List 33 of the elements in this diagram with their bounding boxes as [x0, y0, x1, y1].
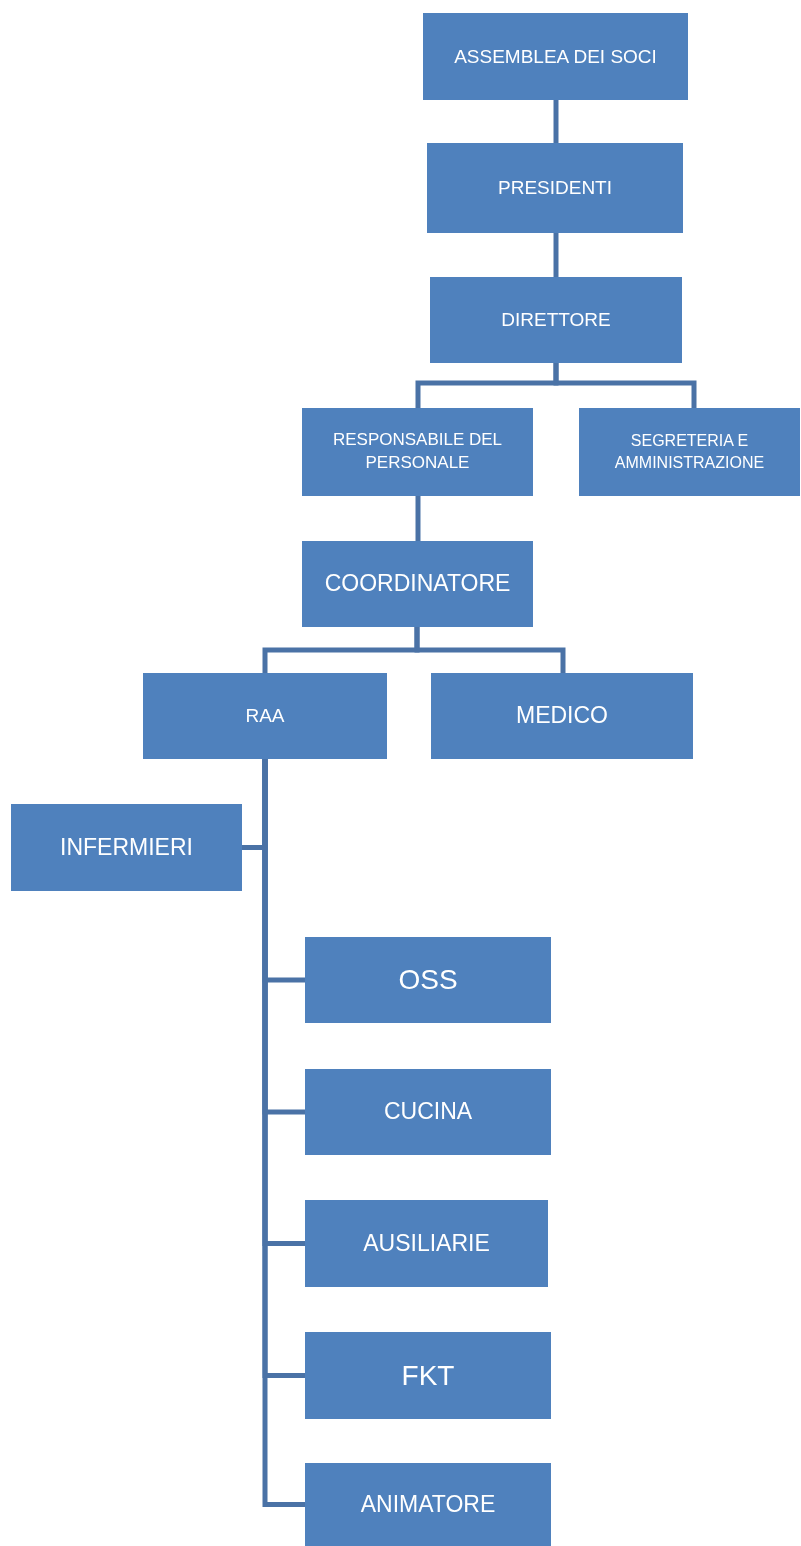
- org-box: [430, 277, 682, 363]
- box-label: ASSEMBLEA DEI SOCI: [454, 44, 657, 69]
- org-box: [305, 1069, 551, 1155]
- connector-line: [415, 496, 421, 541]
- org-box: [305, 1200, 548, 1287]
- box-label: RAA: [245, 704, 285, 729]
- org-box: [427, 143, 683, 233]
- box-label: INFERMIERI: [60, 832, 193, 862]
- org-box: [305, 937, 551, 1023]
- org-box: [431, 673, 693, 759]
- connector-line: [553, 100, 559, 143]
- box-label: SEGRETERIA E AMMINISTRAZIONE: [613, 431, 766, 473]
- connector-line: [553, 363, 697, 408]
- org-box: [579, 408, 800, 496]
- org-box: [302, 541, 533, 627]
- org-box: [305, 1463, 551, 1546]
- box-label: ANIMATORE: [360, 1489, 496, 1519]
- box-label: DIRETTORE: [501, 308, 611, 333]
- box-label: MEDICO: [516, 701, 608, 731]
- box-label: CUCINA: [383, 1097, 473, 1127]
- org-box: [143, 673, 387, 759]
- org-box: [423, 13, 688, 100]
- org-box: [302, 408, 533, 496]
- box-label: RESPONSABILE DEL PERSONALE: [331, 429, 504, 474]
- org-box: [305, 1332, 551, 1419]
- org-box: [11, 804, 242, 891]
- box-label: COORDINATORE: [324, 569, 511, 599]
- box-label: AUSILIARIE: [363, 1228, 490, 1258]
- connector-line: [553, 233, 559, 277]
- connector-line: [414, 627, 566, 673]
- box-label: OSS: [398, 963, 458, 998]
- box-label: PRESIDENTI: [498, 176, 612, 201]
- box-label: FKT: [401, 1358, 455, 1393]
